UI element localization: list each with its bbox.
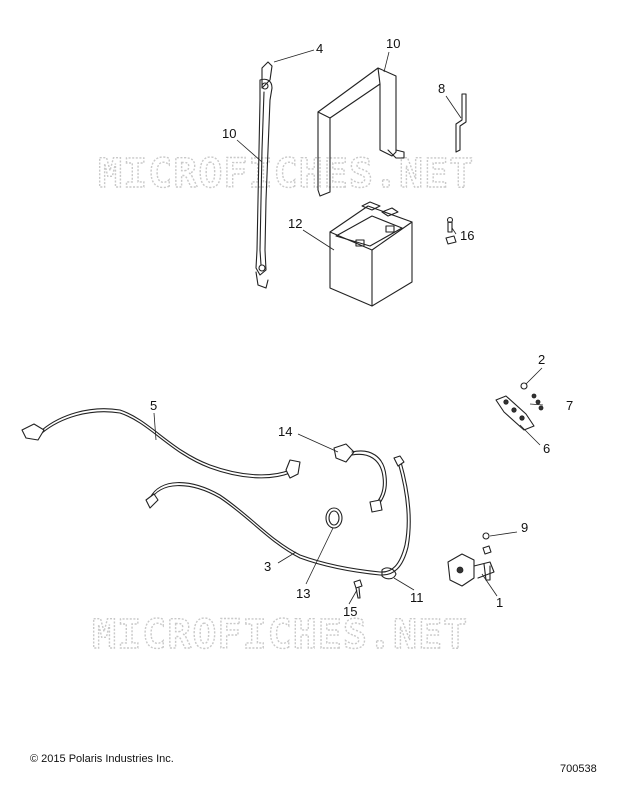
callout-4: 4 [316,41,323,56]
bracket-part [455,93,467,153]
callout-7: 7 [566,398,573,413]
callout-3: 3 [264,559,271,574]
callout-10-bracket: 10 [386,36,400,51]
callout-6: 6 [543,441,550,456]
cable-5-part [21,408,301,479]
battery-part [329,201,413,307]
callout-5: 5 [150,398,157,413]
callout-14: 14 [278,424,292,439]
callout-15: 15 [343,604,357,619]
callout-16: 16 [460,228,474,243]
terminal-block-part [495,395,535,431]
callout-2: 2 [538,352,545,367]
callout-13: 13 [296,586,310,601]
cable-14-part [333,443,387,513]
watermark-bottom: MICROFICHES.NET [92,612,468,658]
screw-9-part [482,532,492,555]
grommet-part [325,507,343,529]
leader-lines [153,49,544,605]
watermark-top: MICROFICHES.NET [98,151,474,197]
callout-10-strap: 10 [222,126,236,141]
screw-15-part [353,579,363,599]
strap-part [255,61,273,289]
document-number: 700538 [560,763,597,775]
callout-12: 12 [288,216,302,231]
battery-bracket-part [317,67,405,197]
copyright-text: © 2015 Polaris Industries Inc. [30,753,174,765]
fastener-16-part [445,216,457,245]
nut-2-part [520,382,528,390]
callout-11: 11 [410,590,424,605]
relay-part [447,553,495,587]
callout-1: 1 [496,595,503,610]
callout-9: 9 [521,520,528,535]
nut-7-part [531,393,544,411]
callout-8: 8 [438,81,445,96]
cable-3-part [145,455,411,580]
